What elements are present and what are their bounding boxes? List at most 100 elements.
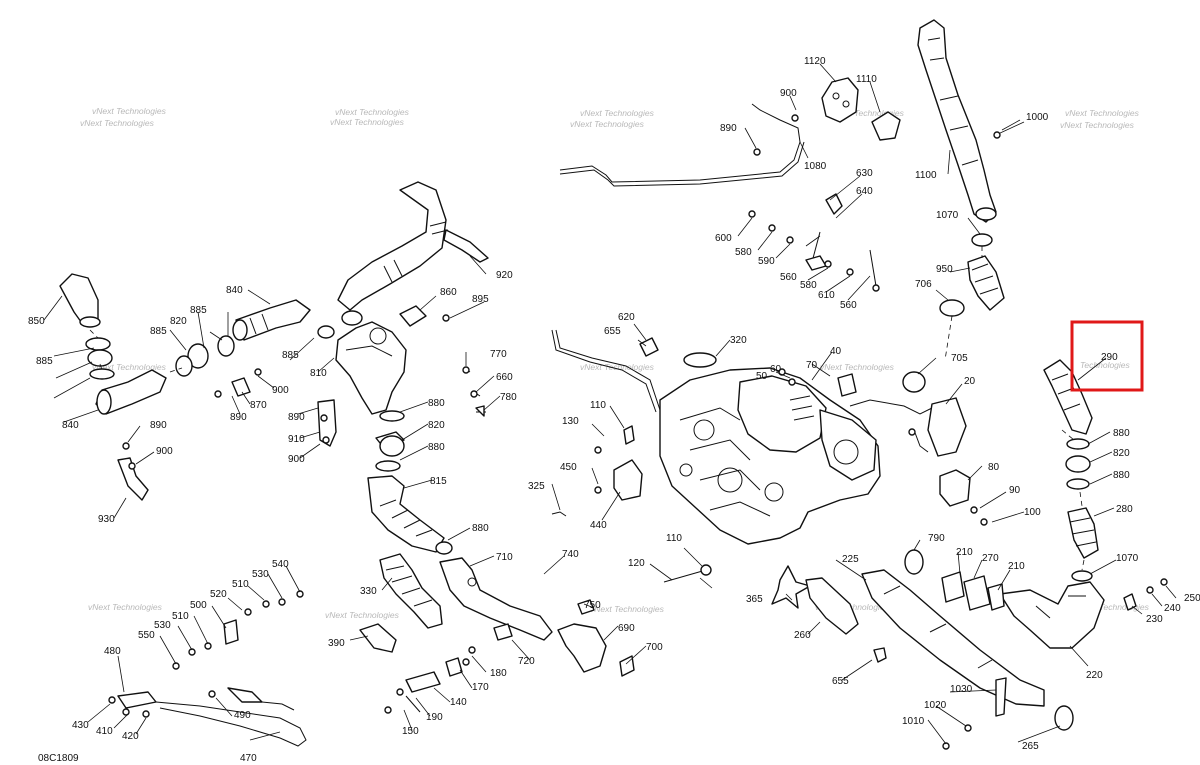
duct-330: [379, 553, 443, 629]
callout-840: 840: [226, 285, 243, 296]
callout-820c: 820: [1113, 448, 1130, 459]
callout-260: 260: [794, 630, 811, 641]
callout-110: 110: [590, 400, 606, 411]
callout-655: 655: [604, 326, 621, 337]
callout-150: 150: [402, 726, 419, 737]
callout-420: 420: [122, 731, 139, 742]
watermark: vNext Technologies: [330, 117, 405, 127]
clamp-885: [217, 335, 235, 357]
callout-895: 895: [472, 294, 489, 305]
callout-790: 790: [928, 533, 945, 544]
callout-250: 250: [1184, 593, 1200, 604]
callout-490: 490: [234, 710, 251, 721]
callout-140: 140: [450, 697, 467, 708]
callout-90: 90: [1009, 485, 1021, 496]
callout-850: 850: [28, 316, 45, 327]
clamp-706: [939, 299, 965, 317]
callout-560b: 560: [840, 300, 857, 311]
callout-540: 540: [272, 559, 289, 570]
callout-110b: 110: [666, 533, 682, 544]
callout-620: 620: [618, 312, 635, 323]
watermark: vNext Technologies: [1065, 108, 1140, 118]
duct-710: [439, 557, 553, 641]
callout-510: 510: [172, 611, 189, 622]
callout-80: 80: [988, 462, 1000, 473]
callout-390: 390: [328, 638, 345, 649]
watermark: vNext Technologies: [830, 108, 905, 118]
intake-850: [59, 273, 101, 328]
callout-130: 130: [562, 416, 579, 427]
callout-265: 265: [1022, 741, 1039, 752]
part-390: [359, 623, 397, 653]
callout-820b: 820: [428, 420, 445, 431]
callout-580b: 580: [800, 280, 817, 291]
bracket-440: [613, 459, 643, 501]
callout-280: 280: [1116, 504, 1133, 515]
callout-20: 20: [964, 376, 976, 387]
callout-120: 120: [628, 558, 645, 569]
callout-655b: 655: [832, 676, 849, 687]
callout-885b: 885: [150, 326, 167, 337]
duct-225: [861, 569, 1045, 707]
intake-duct-1100: [917, 19, 997, 223]
callout-170: 170: [472, 682, 489, 693]
callout-580: 580: [735, 247, 752, 258]
callout-530: 530: [154, 620, 171, 631]
callout-750: 750: [584, 600, 601, 611]
callout-1000: 1000: [1026, 112, 1049, 123]
callout-40: 40: [830, 346, 842, 357]
callout-660: 660: [496, 372, 513, 383]
callout-900c: 900: [288, 454, 305, 465]
bracket-140: [405, 671, 441, 693]
highlight-box: [1070, 320, 1144, 392]
callout-890: 890: [720, 123, 737, 134]
callout-1030: 1030: [950, 684, 973, 695]
callout-860: 860: [440, 287, 457, 298]
callout-440: 440: [590, 520, 607, 531]
callout-590: 590: [758, 256, 775, 267]
watermark: vNext Technologies: [335, 107, 410, 117]
callout-780: 780: [500, 392, 517, 403]
callout-60: 60: [770, 364, 782, 375]
callout-885c: 885: [36, 356, 53, 367]
air-duct-920: [337, 181, 489, 326]
callout-225: 225: [842, 554, 859, 565]
callout-210: 210: [956, 547, 973, 558]
seal-790: [904, 549, 924, 575]
bracket-930: [117, 457, 149, 501]
callout-870: 870: [250, 400, 267, 411]
part-490: [227, 687, 263, 703]
callout-815: 815: [430, 476, 447, 487]
callout-810: 810: [310, 368, 327, 379]
boot-265: [1054, 705, 1074, 731]
sensor-80: [939, 469, 971, 507]
callout-240: 240: [1164, 603, 1181, 614]
callout-410: 410: [96, 726, 113, 737]
callout-470: 470: [240, 753, 257, 764]
callout-820: 820: [170, 316, 187, 327]
callout-700: 700: [646, 642, 663, 653]
callout-480: 480: [104, 646, 121, 657]
watermark: vNext Technologies: [92, 362, 167, 372]
coupler-820-mid: [379, 435, 405, 457]
callout-100: 100: [1024, 507, 1041, 518]
hose-950: [967, 255, 1005, 311]
callout-325: 325: [528, 481, 545, 492]
hose-280: [1067, 507, 1099, 559]
engine-assembly: [659, 367, 881, 545]
callout-1020: 1020: [924, 700, 947, 711]
callout-885d: 885: [282, 350, 299, 361]
callout-365: 365: [746, 594, 763, 605]
callout-740: 740: [562, 549, 579, 560]
leader-lines: [43, 63, 1177, 745]
watermark: vNext Technologies: [815, 602, 890, 612]
fitting-110: [623, 425, 635, 445]
callout-890c: 890: [288, 412, 305, 423]
callout-1070b: 1070: [1116, 553, 1139, 564]
bracket-1120: [821, 77, 859, 123]
watermark: vNext Technologies: [325, 610, 400, 620]
watermark: vNext Technologies: [92, 106, 167, 116]
dipstick-620: [555, 329, 661, 411]
diagram-code: 08C1809: [38, 753, 79, 764]
watermark: vNext Technologies: [580, 108, 655, 118]
